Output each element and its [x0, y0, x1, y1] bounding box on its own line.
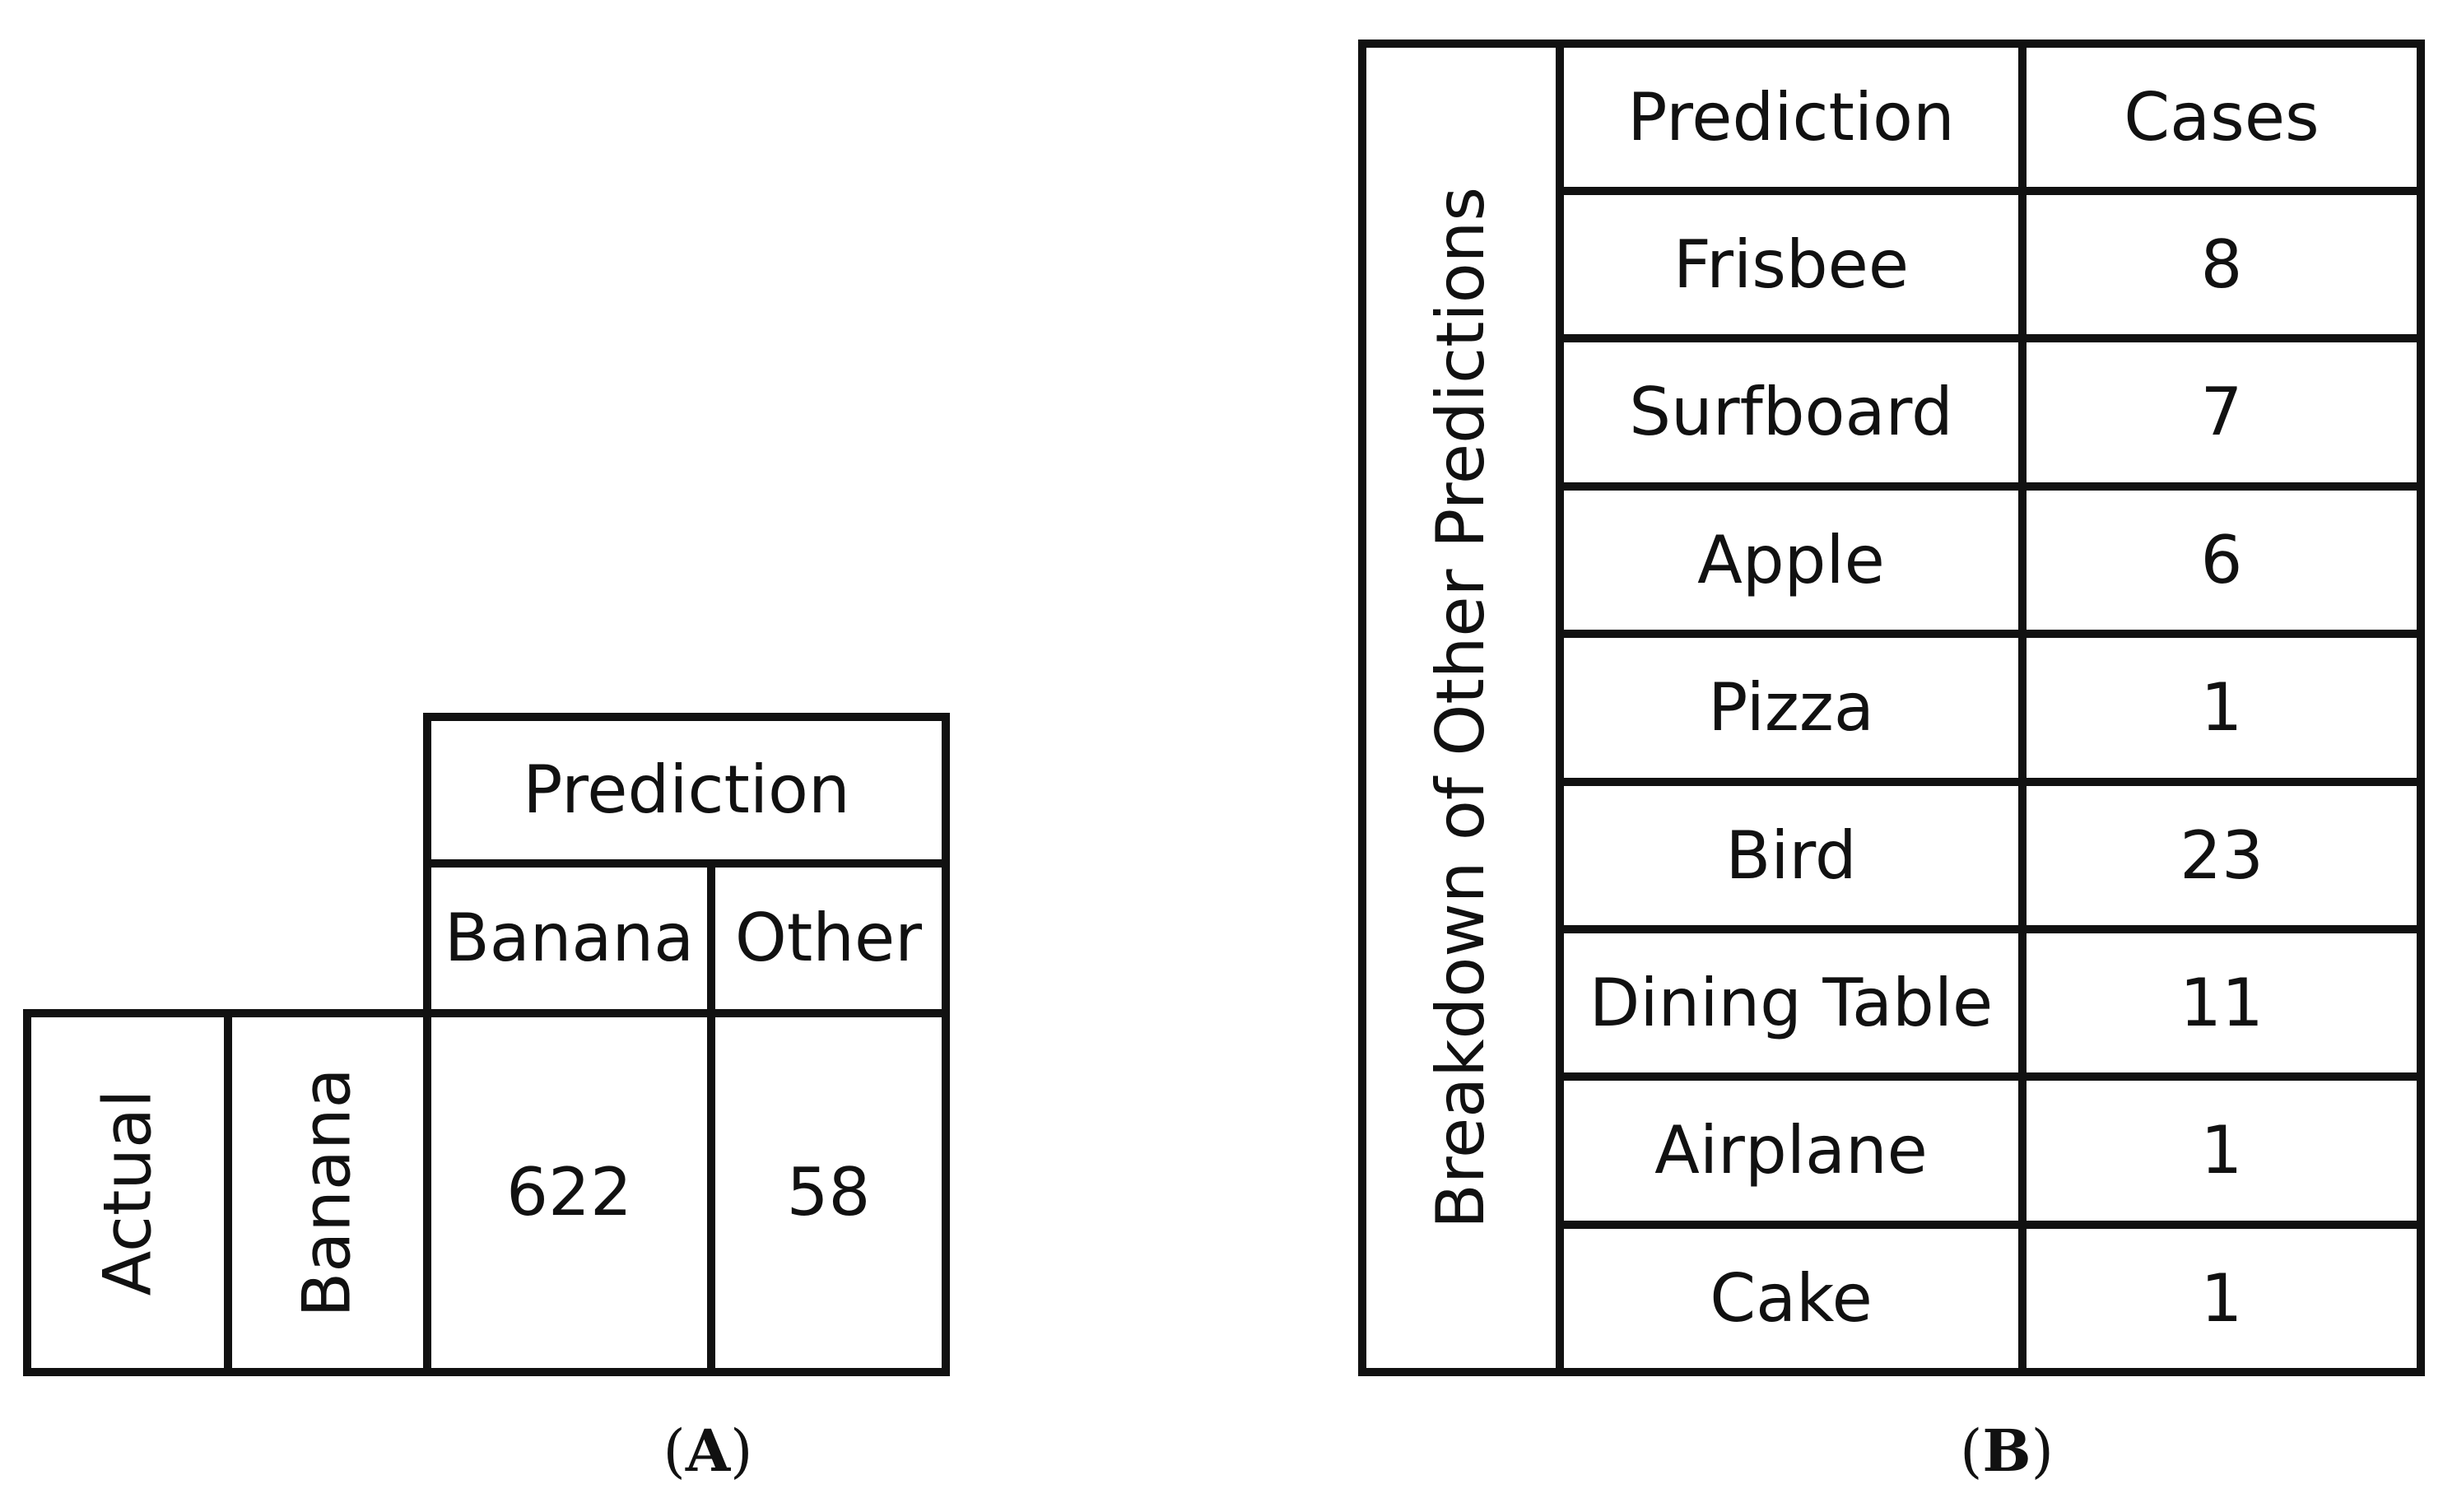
row-prediction: Surfboard: [1629, 374, 1953, 450]
row-prediction: Bird: [1725, 816, 1857, 894]
row-prediction: Airplane: [1654, 1112, 1928, 1189]
panel-b-label-close: ): [2031, 1417, 2054, 1485]
breakdown-side-title: Breakdown of Other Predictions: [1366, 48, 1556, 1368]
header-prediction: Prediction: [1627, 78, 1955, 156]
row-cases: 11: [2180, 964, 2264, 1041]
table-a-line: [23, 1368, 950, 1376]
row-cases: 7: [2200, 374, 2243, 450]
row-prediction: Frisbee: [1673, 226, 1910, 303]
table-a-line: [423, 713, 950, 721]
row-cases: 6: [2200, 521, 2243, 598]
row-cases: 23: [2180, 816, 2264, 894]
table-b-line: [2417, 40, 2425, 1376]
row-label-banana-text: Banana: [289, 1068, 366, 1318]
table-b-line: [1556, 334, 2425, 342]
row-cases: 1: [2200, 1259, 2243, 1337]
table-b-line: [1358, 1368, 2425, 1376]
panel-b-label-letter: B: [1982, 1417, 2031, 1485]
row-prediction: Pizza: [1708, 669, 1874, 746]
prediction-header: Prediction: [523, 751, 850, 828]
row-prediction: Dining Table: [1589, 964, 1994, 1041]
panel-a-label-letter: A: [685, 1417, 731, 1485]
value-banana-other: 58: [786, 1154, 871, 1231]
table-b-line: [1556, 925, 2425, 933]
table-a-line: [707, 859, 715, 1376]
table-a-line: [423, 713, 431, 1376]
panel-a-label-close: ): [730, 1417, 753, 1485]
row-prediction: Cake: [1710, 1259, 1873, 1337]
value-banana-banana: 622: [506, 1154, 632, 1231]
table-a-line: [942, 713, 950, 1376]
table-b-line: [1556, 1072, 2425, 1081]
table-a-line: [423, 859, 950, 868]
table-b-line: [1556, 778, 2425, 786]
row-cases: 8: [2200, 226, 2243, 303]
row-cases: 1: [2200, 1112, 2243, 1189]
row-cases: 1: [2200, 669, 2243, 746]
table-b-line: [1556, 482, 2425, 491]
column-header-other: Other: [734, 900, 923, 976]
panel-b-label: (B): [1924, 1414, 2089, 1488]
table-b-line: [1556, 630, 2425, 638]
header-cases: Cases: [2124, 78, 2320, 156]
table-b-line: [1358, 40, 2425, 48]
table-a-line: [23, 1009, 950, 1017]
table-a-line: [224, 1009, 232, 1376]
table-b-line: [2018, 40, 2027, 1376]
panel-a-label: (A): [626, 1414, 790, 1488]
column-header-banana: Banana: [444, 900, 695, 976]
table-b-line: [1358, 40, 1366, 1376]
row-label-banana: Banana: [232, 1017, 423, 1368]
row-prediction: Apple: [1697, 521, 1885, 598]
table-a-line: [23, 1009, 31, 1376]
breakdown-side-title-text: Breakdown of Other Predictions: [1422, 186, 1499, 1230]
table-b-line: [1556, 187, 2425, 195]
panel-a-label-open: (: [663, 1417, 686, 1485]
row-group-actual-text: Actual: [89, 1089, 165, 1296]
table-b-line: [1556, 1221, 2425, 1229]
table-b-line: [1556, 40, 1564, 1376]
row-group-actual: Actual: [31, 1017, 224, 1368]
panel-b-label-open: (: [1960, 1417, 1983, 1485]
